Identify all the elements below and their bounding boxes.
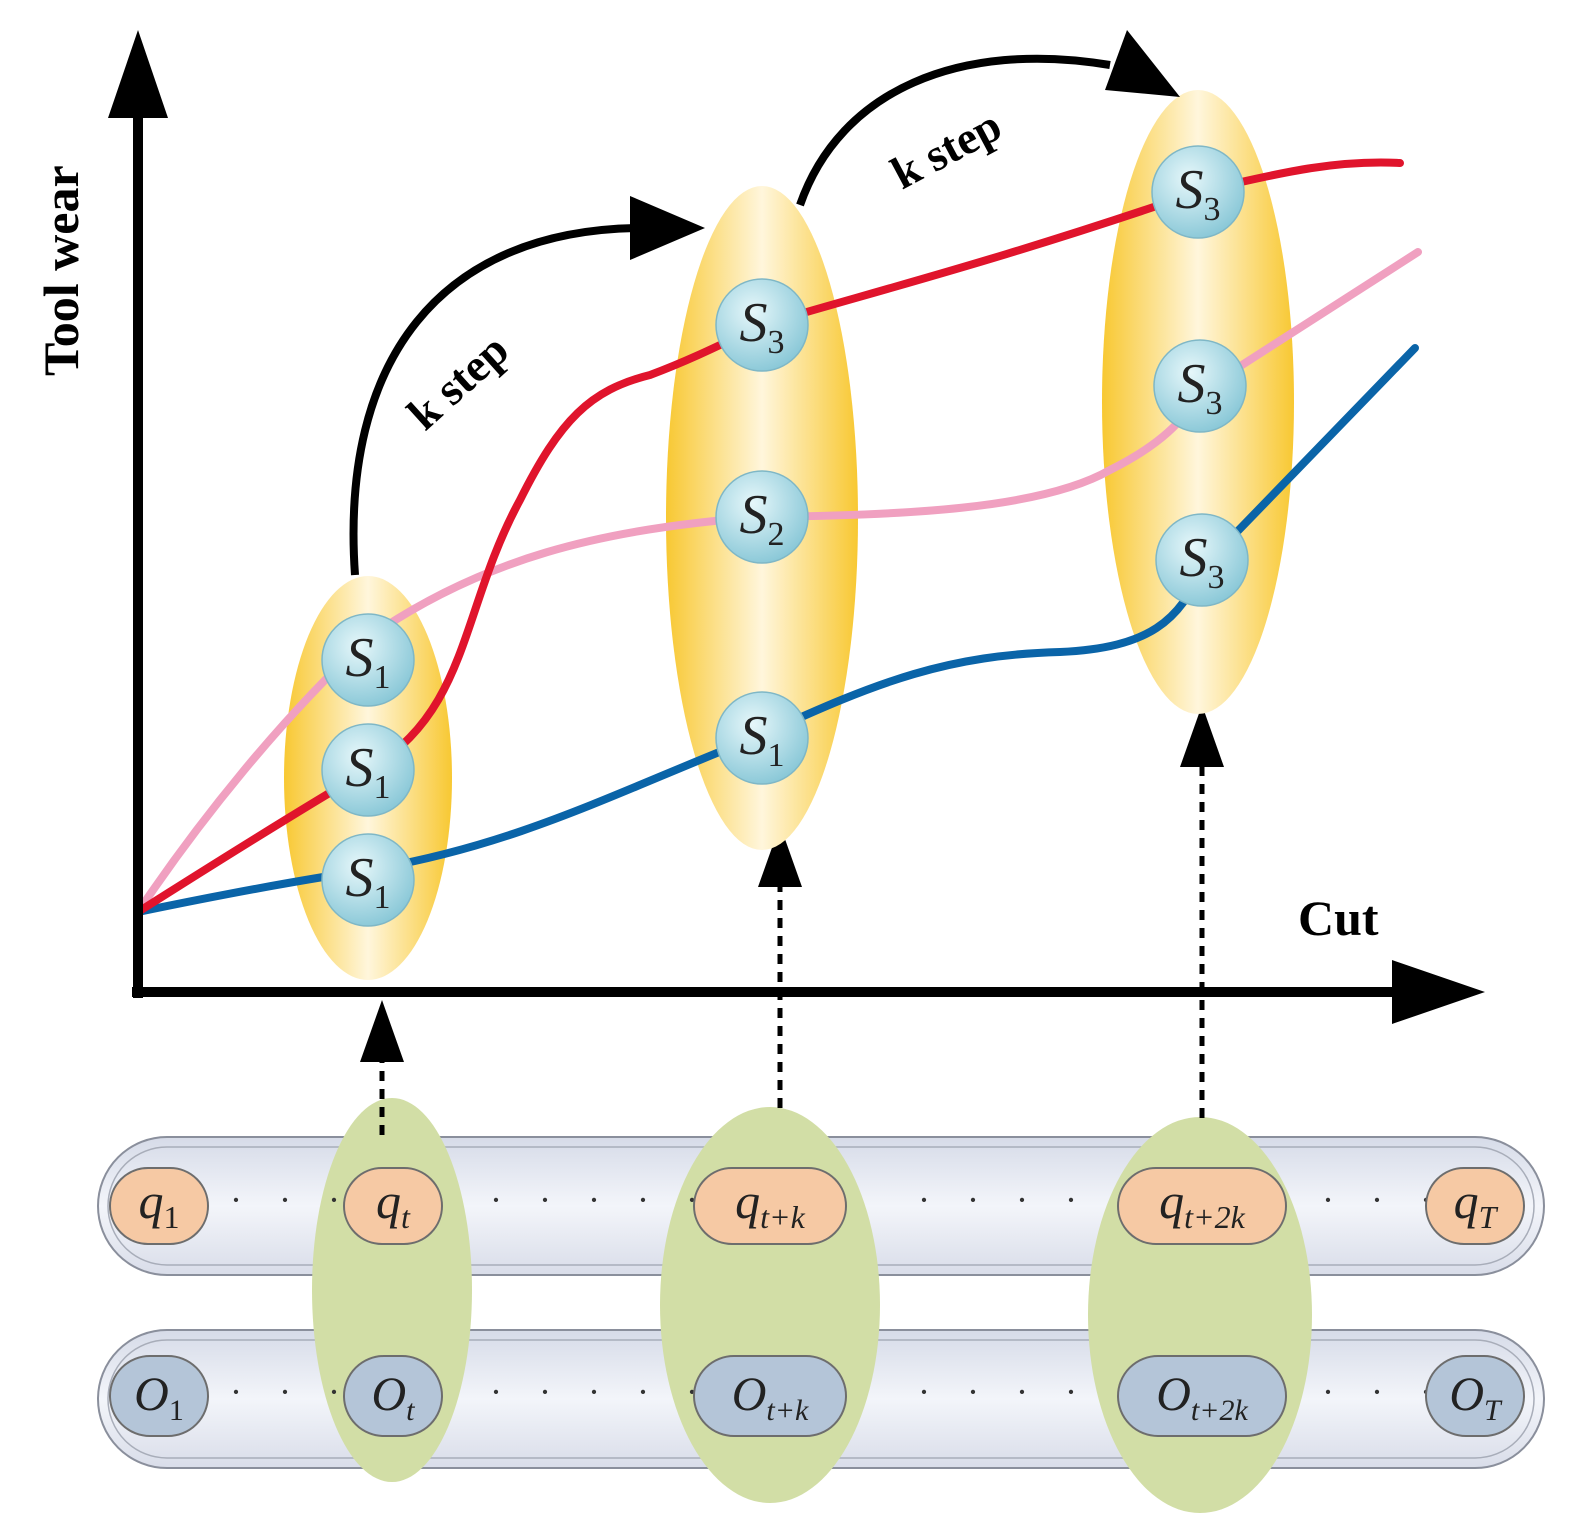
state-node: S1 (321, 723, 415, 817)
svg-text:qt: qt (376, 1173, 411, 1235)
state-node: S3 (1155, 513, 1249, 607)
observed-node: O1 (109, 1355, 209, 1437)
state-node: S3 (1153, 339, 1247, 433)
y-axis (108, 30, 168, 998)
svg-text:· · ·: · · · (230, 1372, 354, 1412)
hidden-node: qT (1425, 1167, 1525, 1245)
svg-text:qt+2k: qt+2k (1159, 1173, 1245, 1235)
svg-text:O1: O1 (134, 1368, 184, 1427)
k-step-arrow-1: k step (349, 196, 705, 576)
k-step-arrow-2: k step (796, 30, 1180, 207)
svg-text:S3: S3 (740, 292, 785, 361)
observed-node: Ot (343, 1355, 443, 1437)
svg-text:qT: qT (1454, 1173, 1499, 1235)
svg-text:Ot+2k: Ot+2k (1156, 1368, 1248, 1427)
state-node: S3 (1151, 145, 1245, 239)
svg-text:qt+k: qt+k (735, 1173, 805, 1235)
observed-node: OT (1425, 1355, 1525, 1437)
svg-text:OT: OT (1449, 1368, 1503, 1427)
dashed-connector-t (360, 1000, 404, 1135)
state-node: S2 (715, 470, 809, 564)
state-node: S1 (715, 691, 809, 785)
svg-text:S3: S3 (1180, 527, 1225, 596)
svg-text:S1: S1 (346, 737, 391, 806)
state-node: S1 (321, 833, 415, 927)
hidden-node: qt+k (693, 1167, 847, 1245)
svg-text:k step: k step (883, 99, 1010, 199)
observed-node: Ot+k (693, 1355, 847, 1437)
hidden-node: q1 (109, 1167, 209, 1245)
dashed-connector-t-plus-2k (1180, 705, 1224, 1118)
wear-curve-pink (134, 248, 1422, 916)
svg-text:k step: k step (398, 324, 519, 440)
svg-text:q1: q1 (139, 1173, 180, 1235)
svg-text:· · ·: · · · (1322, 1180, 1446, 1220)
dashed-connector-t-plus-k (758, 825, 802, 1108)
state-node: S1 (321, 613, 415, 707)
svg-text:S3: S3 (1178, 353, 1223, 422)
y-axis-label: Tool wear (33, 165, 89, 376)
svg-text:· · ·: · · · (230, 1180, 354, 1220)
hidden-node: qt (343, 1167, 443, 1245)
group-ellipse-t-plus-k (660, 1107, 880, 1503)
x-axis (132, 960, 1485, 1024)
svg-text:S1: S1 (740, 705, 785, 774)
state-node: S3 (715, 278, 809, 372)
svg-text:Ot+k: Ot+k (732, 1368, 809, 1427)
hidden-node: qt+2k (1117, 1167, 1287, 1245)
svg-text:S2: S2 (740, 484, 785, 553)
svg-text:S3: S3 (1176, 159, 1221, 228)
svg-text:· · ·: · · · (1322, 1372, 1446, 1412)
observed-node: Ot+2k (1117, 1355, 1287, 1437)
svg-text:Ot: Ot (371, 1368, 415, 1427)
x-axis-label: Cut (1298, 890, 1379, 946)
svg-text:S1: S1 (346, 847, 391, 916)
svg-text:S1: S1 (346, 627, 391, 696)
